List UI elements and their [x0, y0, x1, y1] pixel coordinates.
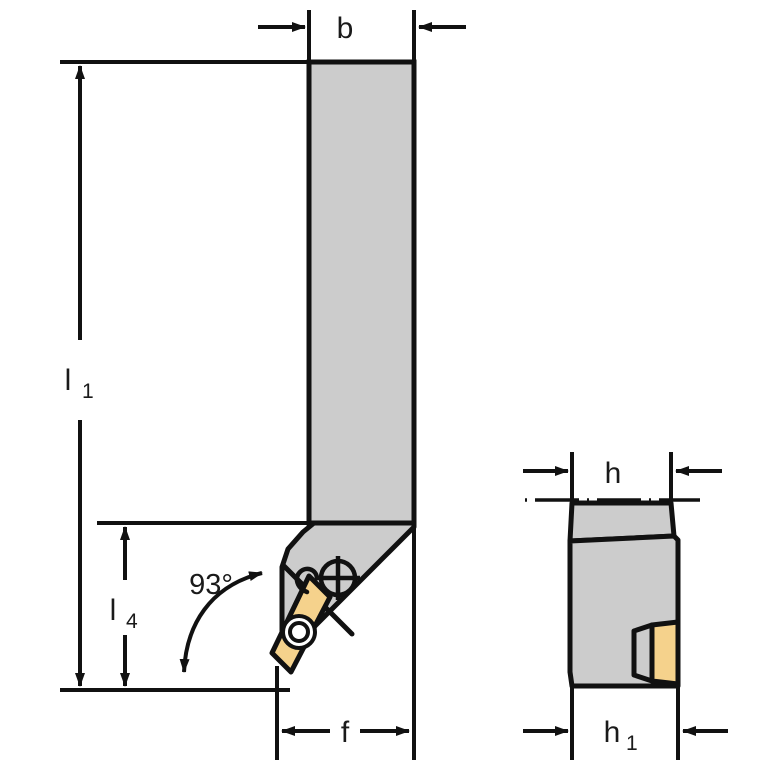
h1-subscript: 1 [626, 732, 638, 755]
dimension-l4: l 4 [97, 521, 309, 687]
dimension-b: b [258, 10, 466, 66]
shank-rect [306, 59, 417, 526]
side-insert-seat [631, 622, 655, 684]
dimension-h1: h 1 [523, 684, 728, 760]
dimension-l1: l 1 [60, 60, 320, 692]
side-cutting-insert [649, 619, 681, 687]
angle-arc [179, 571, 263, 673]
h1-label: h [604, 716, 621, 749]
l4-label: l [110, 594, 117, 627]
l1-subscript: 1 [82, 380, 94, 403]
l1-label: l [65, 364, 72, 397]
dimension-f: f [275, 527, 416, 760]
f-label: f [341, 716, 350, 749]
shim-loop-icon [294, 566, 320, 595]
crosshair-icon [316, 556, 360, 600]
h-label: h [605, 457, 622, 490]
b-label: b [337, 12, 354, 45]
angle-callout-93: 93° [179, 569, 263, 673]
screw-hole-icon [281, 614, 317, 650]
angle-label: 93° [189, 569, 233, 601]
dimension-h: h [523, 452, 722, 508]
front-view [269, 59, 417, 675]
l4-subscript: 4 [126, 610, 138, 633]
side-view [525, 498, 700, 689]
